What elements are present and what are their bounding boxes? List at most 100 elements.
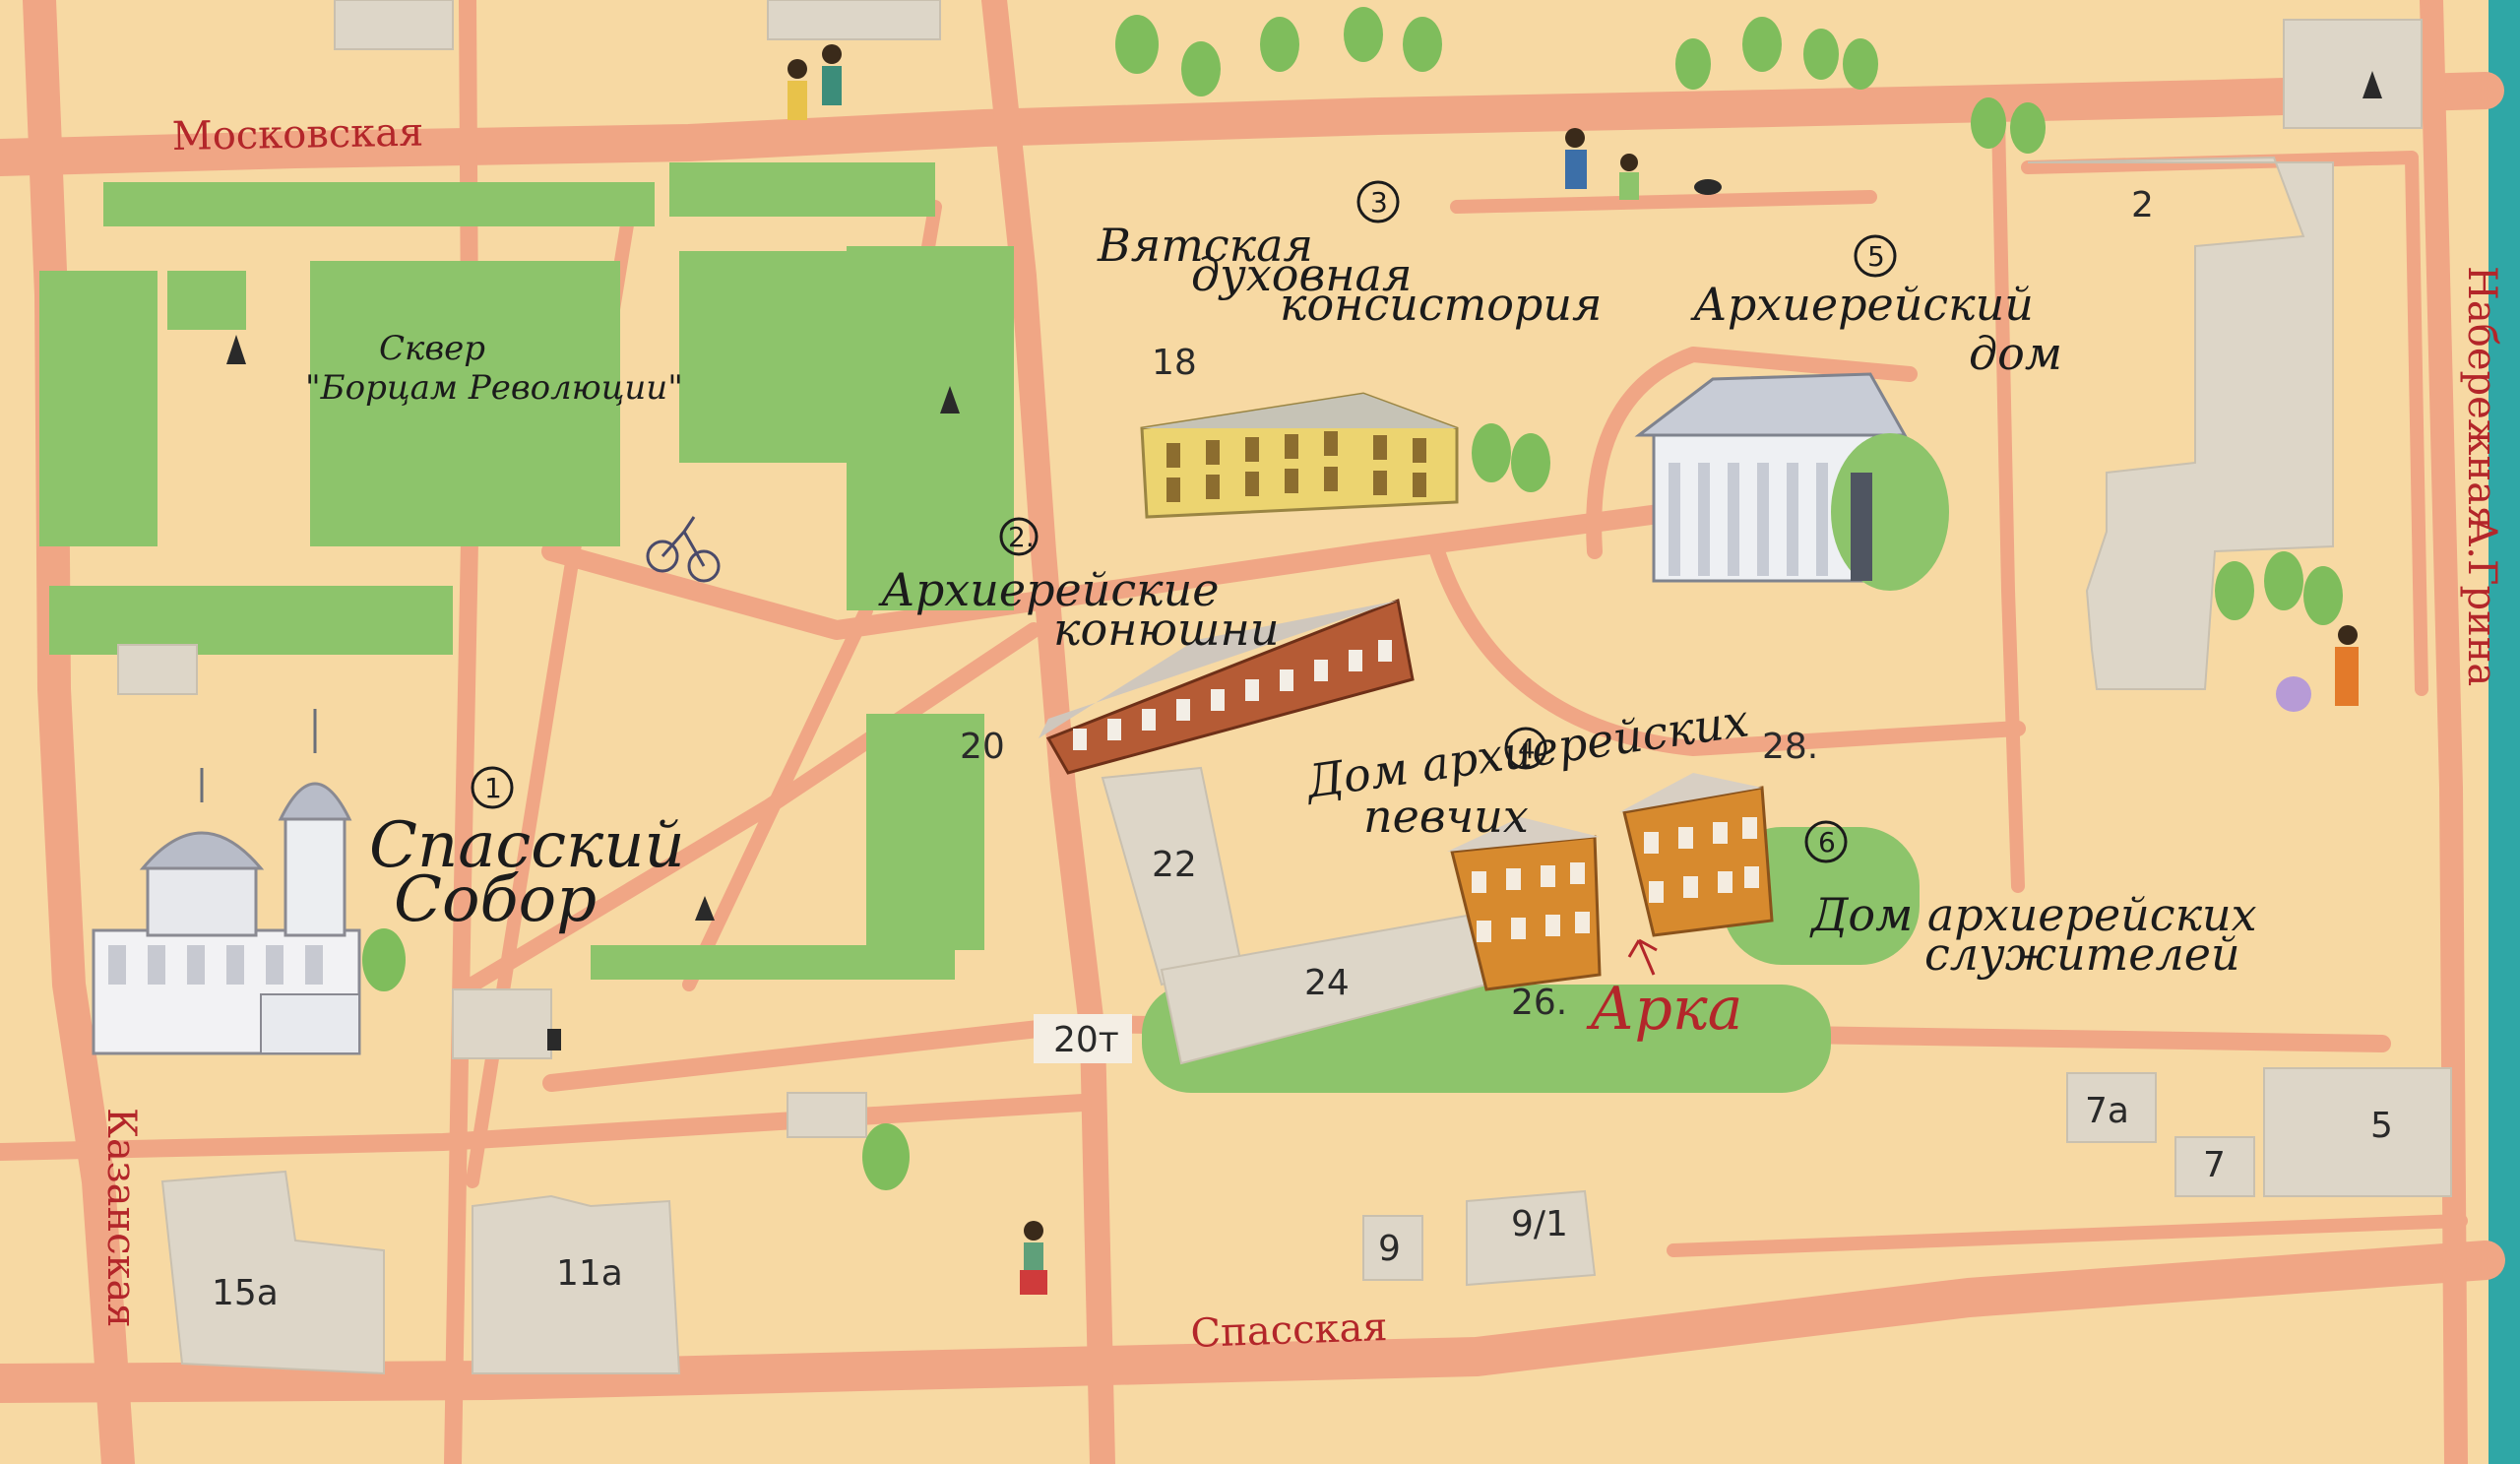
park-block-1 bbox=[103, 182, 655, 226]
building-number-15a: 15а bbox=[212, 1273, 279, 1313]
building-top-1 bbox=[334, 0, 454, 50]
stables-illustration bbox=[1039, 598, 1415, 775]
landmark-number-3: 3 bbox=[1370, 186, 1388, 219]
building-number-18: 18 bbox=[1152, 343, 1197, 383]
landmark-4-label-line2: певчих bbox=[1363, 790, 1529, 843]
landmark-number-5: 5 bbox=[1867, 240, 1885, 273]
landmark-number-circle-2 bbox=[999, 517, 1039, 556]
landmark-5-label-line1: Архиерейский bbox=[1690, 278, 2034, 331]
buildings bbox=[117, 0, 2452, 1375]
monument-icon bbox=[226, 335, 246, 364]
street-label-a-grina: А.Грина bbox=[2459, 517, 2504, 686]
bishops-house-illustration bbox=[1634, 372, 1949, 591]
dancing-person-icon bbox=[1020, 1221, 1047, 1295]
park-block-2 bbox=[669, 162, 935, 217]
cathedral-illustration bbox=[92, 709, 361, 1055]
building-number-9: 9 bbox=[1378, 1229, 1401, 1269]
park-block-4 bbox=[167, 271, 246, 330]
park-area bbox=[39, 162, 1920, 1093]
tree-icon bbox=[1115, 15, 1159, 74]
landmark-1-label-line1: Спасский bbox=[369, 809, 685, 882]
park-name-line2: "Борцам Революции" bbox=[305, 368, 683, 408]
road-bottom-horizontal bbox=[0, 1094, 1092, 1161]
landmark-2-label-line1: Архиерейские bbox=[878, 563, 1219, 616]
tree-icon bbox=[1344, 7, 1383, 62]
building-number-labels: 18 20 22 24 26. 28. 20т 2 7а 7 5 9 9/1 1… bbox=[212, 185, 2393, 1313]
monument-icon bbox=[2362, 71, 2382, 98]
road-left-vertical bbox=[444, 0, 479, 1464]
tree-icon bbox=[862, 1123, 910, 1190]
building-2 bbox=[2027, 156, 2334, 690]
road-top-minor bbox=[1450, 190, 1877, 214]
building-15a bbox=[160, 1170, 385, 1375]
building-top-right bbox=[2283, 19, 2423, 129]
walker-with-dog-icon bbox=[1565, 128, 1722, 200]
monument-icon bbox=[940, 386, 960, 414]
path-diagonal-3 bbox=[465, 622, 1041, 992]
landmark-6-label-line1: Дом архиерейских bbox=[1809, 888, 2257, 941]
building-number-20t: 20т bbox=[1053, 1020, 1119, 1060]
building-number-20: 20 bbox=[960, 727, 1005, 767]
park-block-5 bbox=[310, 261, 620, 546]
tree-icon bbox=[1742, 17, 1782, 72]
arka-arrow-icon bbox=[1627, 938, 1658, 976]
park-lawn-6 bbox=[1723, 827, 1920, 965]
building-9 bbox=[1362, 1215, 1423, 1281]
tree-icon bbox=[362, 928, 406, 991]
landmark-number-circle-4 bbox=[1504, 727, 1547, 770]
landmark-number-circle-1 bbox=[471, 766, 514, 809]
building-number-7a: 7а bbox=[2085, 1091, 2129, 1131]
road-loop-south bbox=[1429, 543, 2026, 756]
tree-icon bbox=[1403, 17, 1442, 72]
servants-house-illustration bbox=[1619, 773, 1774, 937]
landmark-number-circle-6 bbox=[1804, 820, 1848, 863]
landmark-1-label-line2: Собор bbox=[394, 863, 597, 936]
landmark-6-label-line2: служителей bbox=[1924, 927, 2240, 981]
tree-icon bbox=[1181, 41, 1221, 96]
people-figures bbox=[646, 44, 2359, 1295]
building-number-7: 7 bbox=[2203, 1145, 2226, 1185]
park-block-8 bbox=[49, 586, 453, 655]
building-number-11a: 11а bbox=[556, 1253, 623, 1294]
stroller-person-icon bbox=[2276, 625, 2359, 712]
landmark-3-label-line1: Вятская bbox=[1097, 219, 1313, 272]
tree-icon bbox=[2303, 566, 2343, 625]
building-7 bbox=[2174, 1136, 2255, 1197]
building-11a bbox=[472, 1194, 681, 1374]
landmark-5-label-line2: дом bbox=[1969, 327, 2062, 380]
tree-icon bbox=[2215, 561, 2254, 620]
park-name-line1: Сквер bbox=[379, 329, 485, 368]
tree-icon bbox=[1260, 17, 1299, 72]
building-7a bbox=[2066, 1072, 2157, 1143]
street-label-moskovskaya: Московская bbox=[171, 110, 423, 159]
road-naberezhnaya bbox=[2420, 0, 2468, 1464]
landmark-number-4: 4 bbox=[1518, 732, 1536, 765]
landmark-number-6: 6 bbox=[1818, 826, 1836, 859]
building-small-park bbox=[452, 988, 552, 1059]
tree-icon bbox=[2264, 551, 2303, 610]
monument-icon bbox=[695, 896, 715, 921]
building-number-24: 24 bbox=[1304, 963, 1350, 1003]
trees bbox=[362, 7, 2343, 1190]
path-cross bbox=[541, 502, 1683, 640]
landmark-3-label-line2: духовная bbox=[1191, 248, 1412, 301]
building-number-28: 28. bbox=[1762, 727, 1818, 767]
monument-icon bbox=[547, 1029, 561, 1050]
singers-house-illustration bbox=[1447, 817, 1602, 991]
road-spasskaya bbox=[0, 1241, 2505, 1403]
park-block-9 bbox=[866, 714, 984, 950]
tree-icon bbox=[1843, 38, 1878, 90]
road-central-vertical bbox=[981, 0, 1115, 1464]
arka-label: Арка bbox=[1586, 975, 1742, 1044]
river-water bbox=[2488, 0, 2520, 1464]
building-20t-plate bbox=[1034, 1014, 1132, 1063]
building-number-9-1: 9/1 bbox=[1511, 1204, 1568, 1244]
consistory-illustration bbox=[1140, 392, 1459, 519]
landmark-number-1: 1 bbox=[484, 772, 502, 804]
road-east-edge bbox=[2021, 151, 2428, 696]
building-number-26: 26. bbox=[1511, 983, 1567, 1023]
monument-markers bbox=[226, 71, 2382, 1050]
tree-icon bbox=[1803, 29, 1839, 80]
park-block-7 bbox=[847, 246, 1014, 610]
tree-icon bbox=[1511, 433, 1550, 492]
